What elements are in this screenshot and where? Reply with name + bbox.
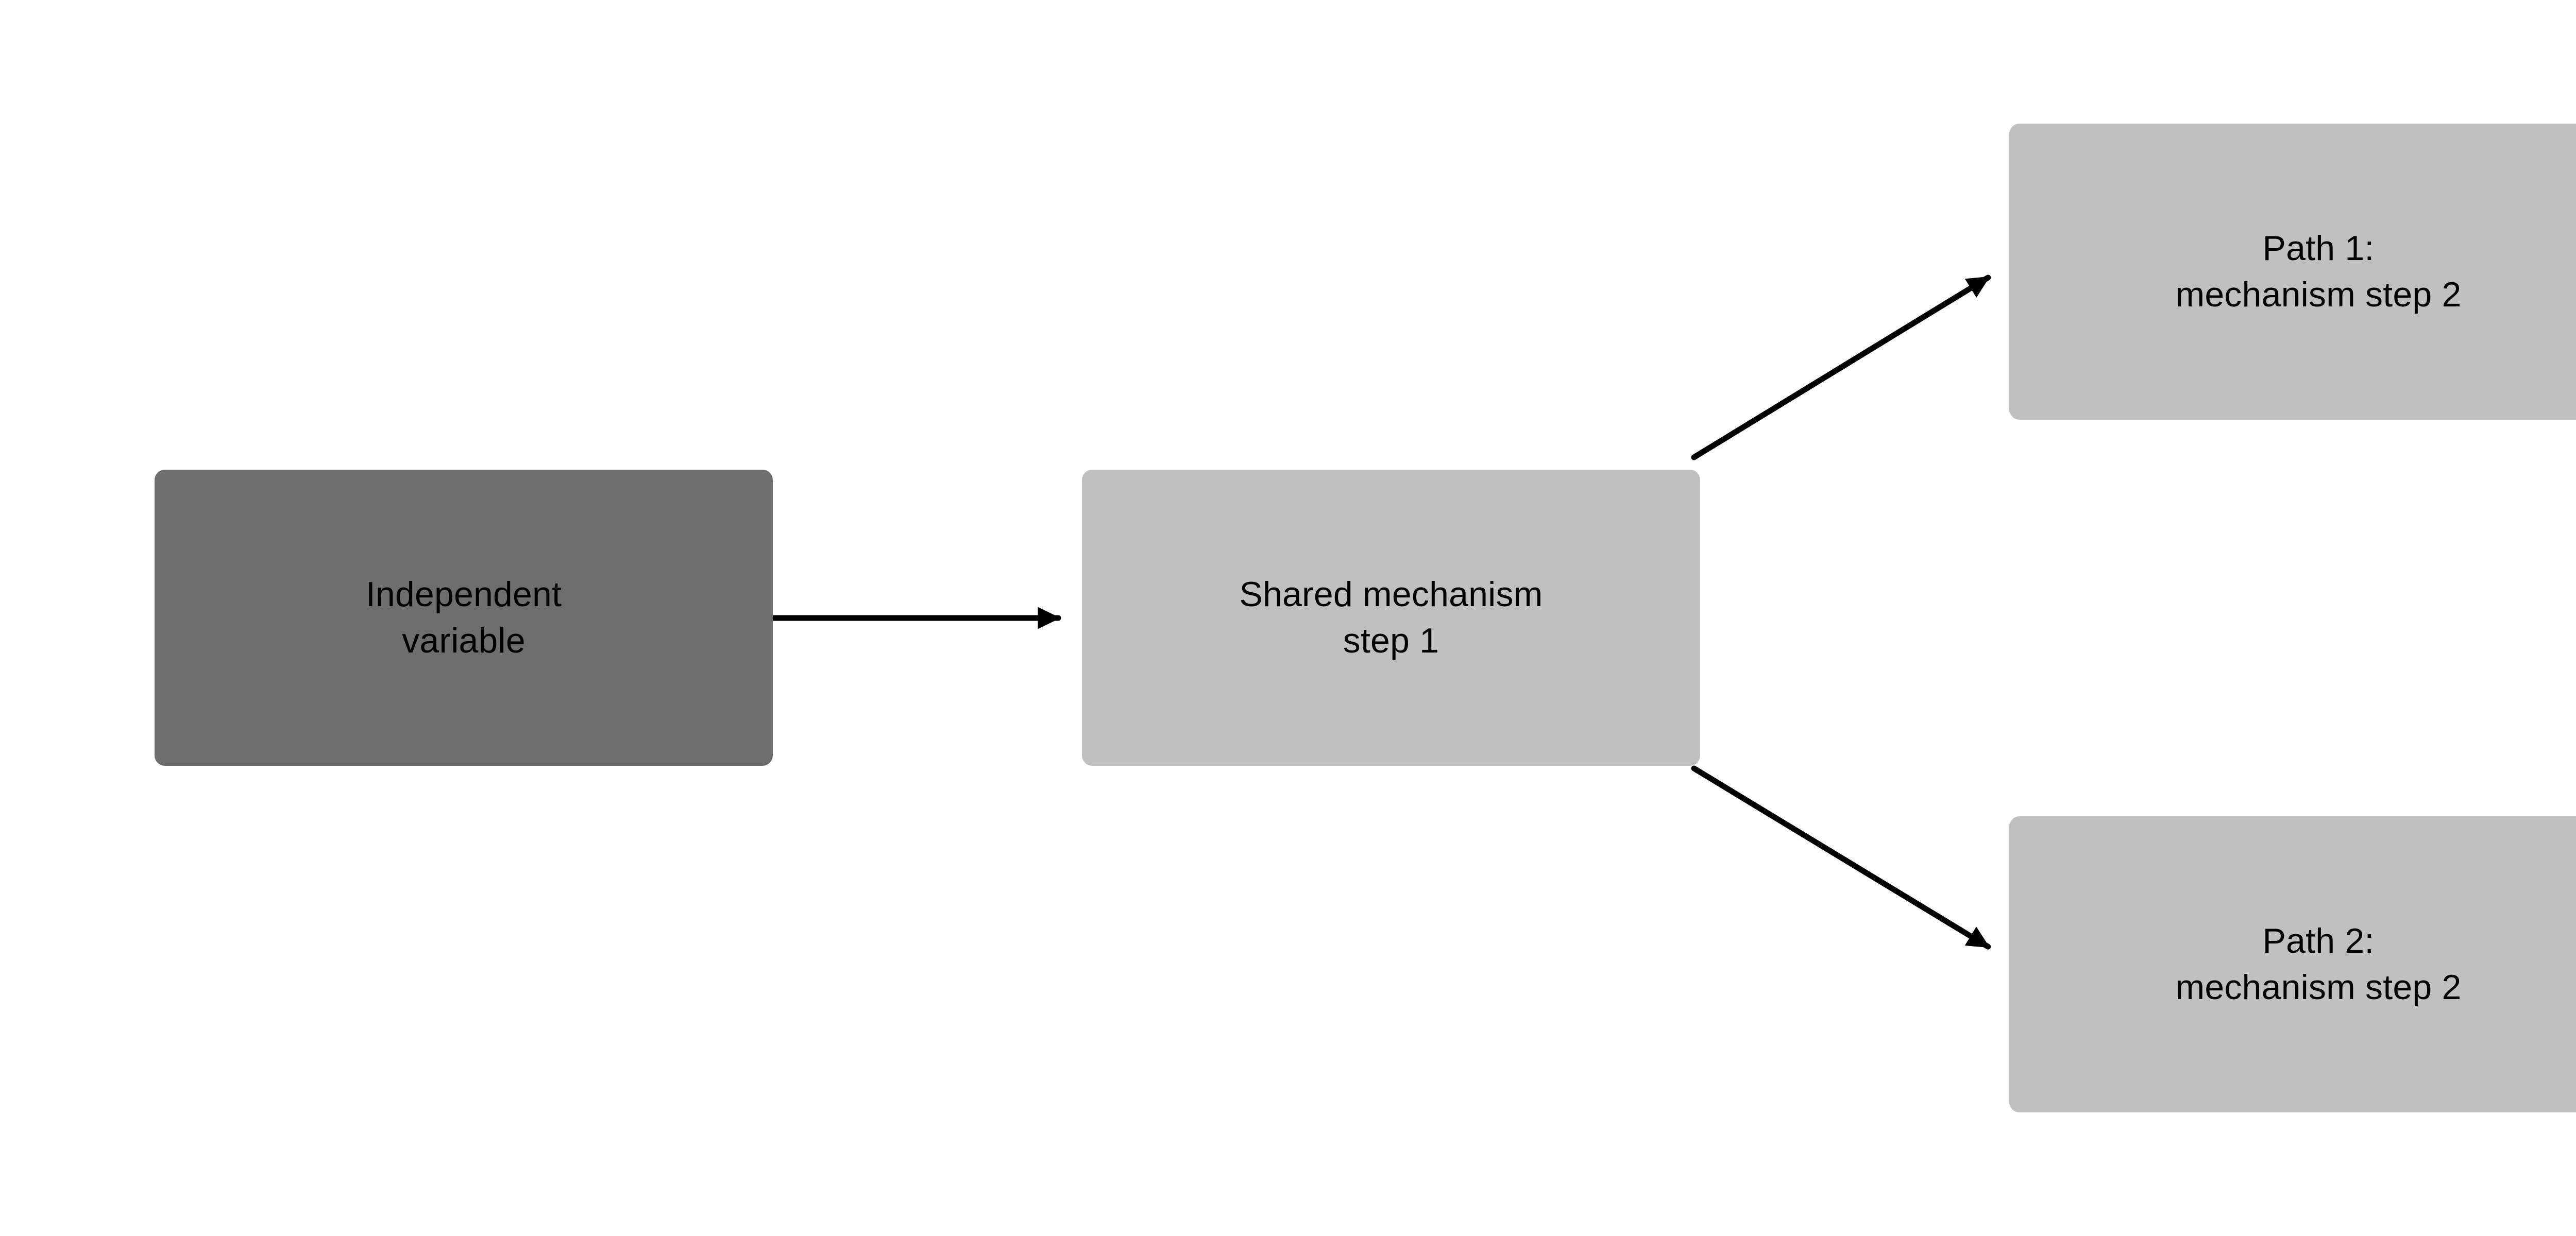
node-path-1-mechanism-step-2-label: Path 1: mechanism step 2 [2175, 228, 2462, 314]
node-independent-variable-label: Independent variable [365, 574, 562, 660]
node-path-2-mechanism-step-2-label: Path 2: mechanism step 2 [2175, 921, 2462, 1007]
node-shared-mechanism-step-1-label: Shared mechanism step 1 [1239, 574, 1543, 660]
edge-shared-to-path-1 [1691, 274, 1991, 460]
node-path-2-mechanism-step-2[interactable]: Path 2: mechanism step 2 [2009, 816, 2576, 1112]
edge-shared-to-path-2 [1691, 765, 1991, 950]
node-shared-mechanism-step-1[interactable]: Shared mechanism step 1 [1082, 470, 1700, 766]
node-path-1-mechanism-step-2[interactable]: Path 1: mechanism step 2 [2009, 124, 2576, 420]
node-independent-variable[interactable]: Independent variable [155, 470, 773, 766]
